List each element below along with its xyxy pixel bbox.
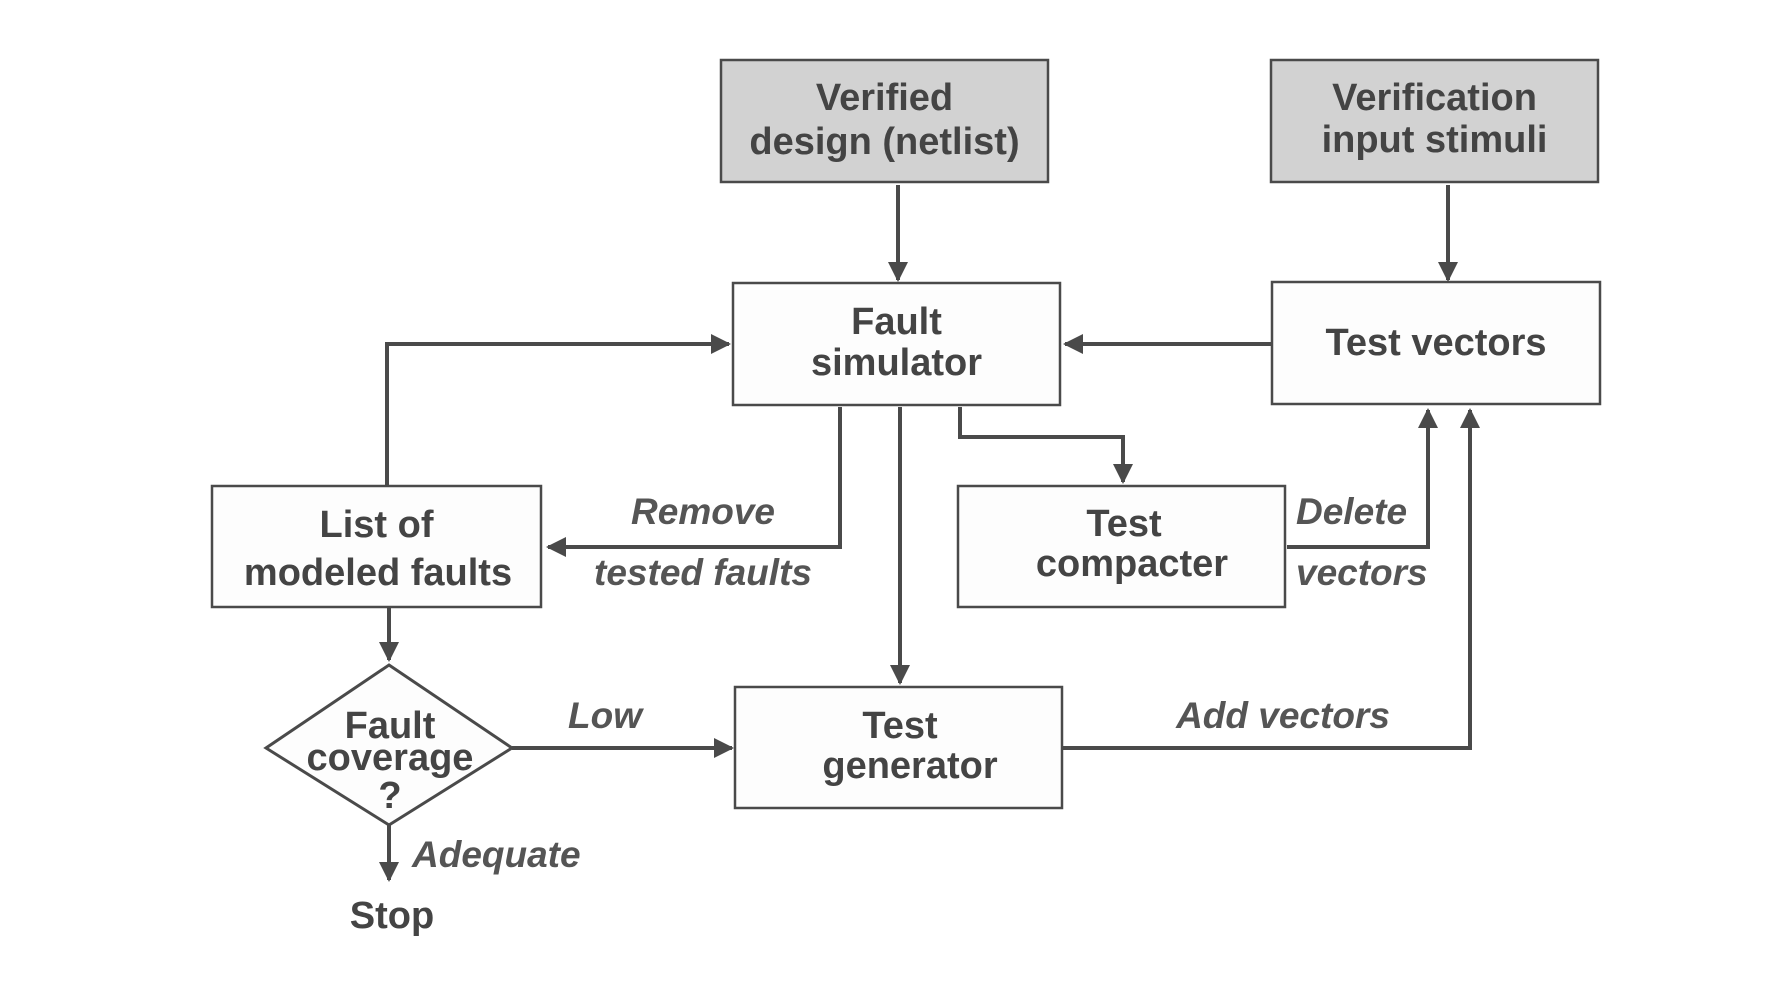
test-generator-box [733,685,1064,810]
node-fault-simulator: Fault simulator [731,281,1062,407]
test-compacter-label-line1: Test [1086,503,1162,545]
edge-labels: Remove tested faults Delete vectors Low … [411,491,1428,875]
test-generator-label-line2: generator [822,745,997,787]
edge-generator-to-vectors [1063,408,1480,750]
fault-coverage-diamond [263,663,515,827]
verification-stimuli-box [1269,58,1600,184]
remove-tested-faults-label-line2: tested faults [594,552,812,593]
edge-simulator-to-faults [546,407,842,557]
verification-stimuli-label-line2: input stimuli [1322,119,1548,161]
node-verification-stimuli: Verification input stimuli [1269,58,1600,184]
stop-label: Stop [350,895,434,937]
list-of-faults-box [210,484,543,609]
delete-vectors-label-line2: vectors [1296,552,1428,593]
fault-simulator-label-line2: simulator [811,342,982,384]
test-compacter-label-line2: compacter [1036,543,1228,585]
verified-design-label-line2: design (netlist) [749,121,1019,163]
fault-coverage-label-line1: Fault [345,705,436,747]
edge-simulator-to-compacter [958,407,1133,484]
node-verified-design: Verified design (netlist) [719,58,1050,184]
low-label: Low [568,695,644,736]
edge-compacter-to-vectors [1287,408,1438,549]
fault-coverage-label-line3: ? [378,775,401,817]
verified-design-box [719,58,1050,184]
adequate-label: Adequate [411,834,581,875]
test-compacter-box [956,484,1287,609]
remove-tested-faults-label-line1: Remove [631,491,775,532]
node-test-compacter: Test compacter [956,484,1287,609]
connectors [379,185,1480,882]
list-of-faults-label-line1: List of [320,504,434,546]
add-vectors-label: Add vectors [1175,695,1390,736]
edge-faults-to-simulator [385,334,731,485]
test-vectors-label: Test vectors [1325,322,1546,364]
verification-stimuli-label-line1: Verification [1332,77,1537,119]
fault-coverage-label-line2: coverage [307,737,474,779]
fault-simulator-label-line1: Fault [851,301,942,343]
verified-design-label-line1: Verified [816,77,953,119]
list-of-faults-label-line2: modeled faults [244,552,512,594]
delete-vectors-label-line1: Delete [1296,491,1407,532]
test-generator-label-line1: Test [862,705,938,747]
node-test-vectors: Test vectors [1270,280,1602,406]
node-test-generator: Test generator [733,685,1064,810]
node-list-of-faults: List of modeled faults [210,484,543,609]
node-fault-coverage: Fault coverage ? [263,663,515,827]
test-vectors-box [1270,280,1602,406]
fault-simulator-box [731,281,1062,407]
node-stop: Stop [350,895,434,937]
